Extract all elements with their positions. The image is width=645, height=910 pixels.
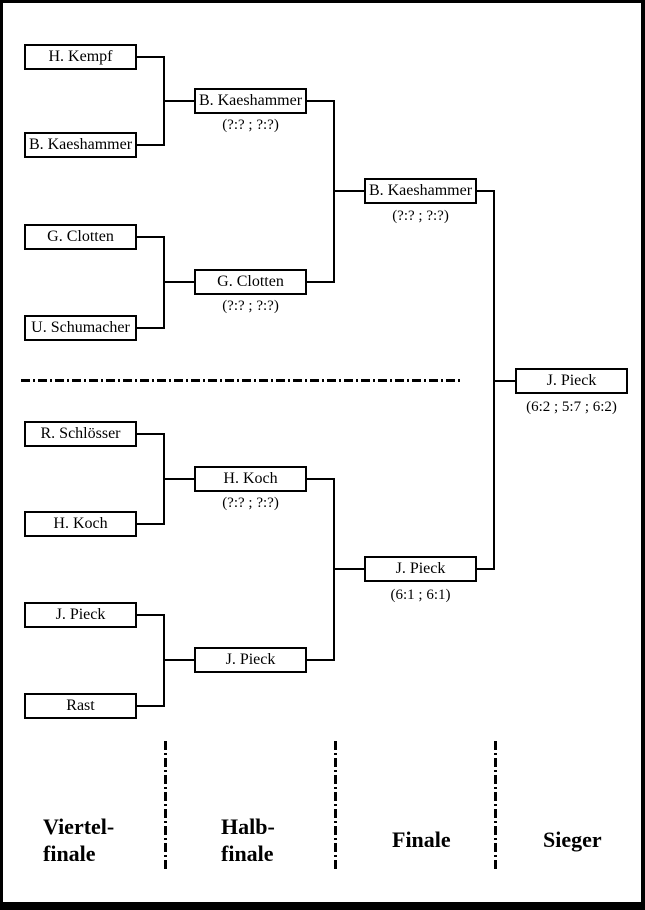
bracket-half-divider xyxy=(21,379,461,382)
connector-line xyxy=(137,614,165,616)
qf-box-3: G. Clotten xyxy=(24,224,137,250)
qf-box-5: R. Schlösser xyxy=(24,421,137,447)
final-box-2: J. Pieck xyxy=(364,556,477,582)
connector-line xyxy=(137,523,165,525)
sf-box-1: B. Kaeshammer xyxy=(194,88,307,114)
connector-line xyxy=(163,659,194,661)
player-name: R. Schlösser xyxy=(40,425,121,442)
player-name: G. Clotten xyxy=(217,273,284,290)
final-score-1: (?:? ; ?:?) xyxy=(392,208,449,224)
connector-line xyxy=(137,705,165,707)
player-name: U. Schumacher xyxy=(31,319,130,336)
connector-line xyxy=(163,478,194,480)
player-name: J. Pieck xyxy=(225,651,276,668)
player-name: H. Koch xyxy=(223,470,278,487)
connector-line xyxy=(137,56,165,58)
sf-score-2: (?:? ; ?:?) xyxy=(222,298,279,314)
player-name: B. Kaeshammer xyxy=(198,92,303,109)
connector-line xyxy=(137,327,165,329)
qf-box-4: U. Schumacher xyxy=(24,315,137,341)
final-score-2: (6:1 ; 6:1) xyxy=(390,587,451,603)
sf-score-1: (?:? ; ?:?) xyxy=(222,117,279,133)
round-label-quarterfinal: Viertel- finale xyxy=(43,814,115,866)
connector-line xyxy=(477,568,495,570)
player-name: B. Kaeshammer xyxy=(28,136,133,153)
round-label-winner: Sieger xyxy=(543,827,602,852)
connector-line xyxy=(477,190,495,192)
connector-line xyxy=(307,100,335,102)
qf-box-8: Rast xyxy=(24,693,137,719)
player-name: J. Pieck xyxy=(546,372,597,389)
qf-box-7: J. Pieck xyxy=(24,602,137,628)
connector-line xyxy=(137,144,165,146)
sf-box-2: G. Clotten xyxy=(194,269,307,295)
connector-line xyxy=(307,478,335,480)
connector-line xyxy=(137,433,165,435)
player-name: J. Pieck xyxy=(55,606,106,623)
sf-box-3: H. Koch xyxy=(194,466,307,492)
winner-box: J. Pieck xyxy=(515,368,628,394)
connector-line xyxy=(493,380,515,382)
connector-line xyxy=(137,236,165,238)
round-label-final: Finale xyxy=(392,827,451,852)
connector-line xyxy=(163,281,194,283)
connector-line xyxy=(307,281,335,283)
qf-box-6: H. Koch xyxy=(24,511,137,537)
player-name: J. Pieck xyxy=(395,560,446,577)
sf-box-4: J. Pieck xyxy=(194,647,307,673)
connector-line xyxy=(307,659,335,661)
round-divider-3 xyxy=(494,741,497,871)
sf-score-3: (?:? ; ?:?) xyxy=(222,495,279,511)
winner-score: (6:2 ; 5:7 ; 6:2) xyxy=(526,399,617,415)
player-name: H. Koch xyxy=(53,515,108,532)
connector-line xyxy=(163,100,194,102)
final-box-1: B. Kaeshammer xyxy=(364,178,477,204)
connector-line xyxy=(333,190,364,192)
round-divider-1 xyxy=(164,741,167,871)
qf-box-2: B. Kaeshammer xyxy=(24,132,137,158)
player-name: B. Kaeshammer xyxy=(368,182,473,199)
round-divider-2 xyxy=(334,741,337,871)
player-name: H. Kempf xyxy=(48,48,113,65)
player-name: Rast xyxy=(66,697,95,714)
round-label-semifinal: Halb- finale xyxy=(221,814,275,866)
connector-line xyxy=(333,568,364,570)
player-name: G. Clotten xyxy=(47,228,114,245)
qf-box-1: H. Kempf xyxy=(24,44,137,70)
